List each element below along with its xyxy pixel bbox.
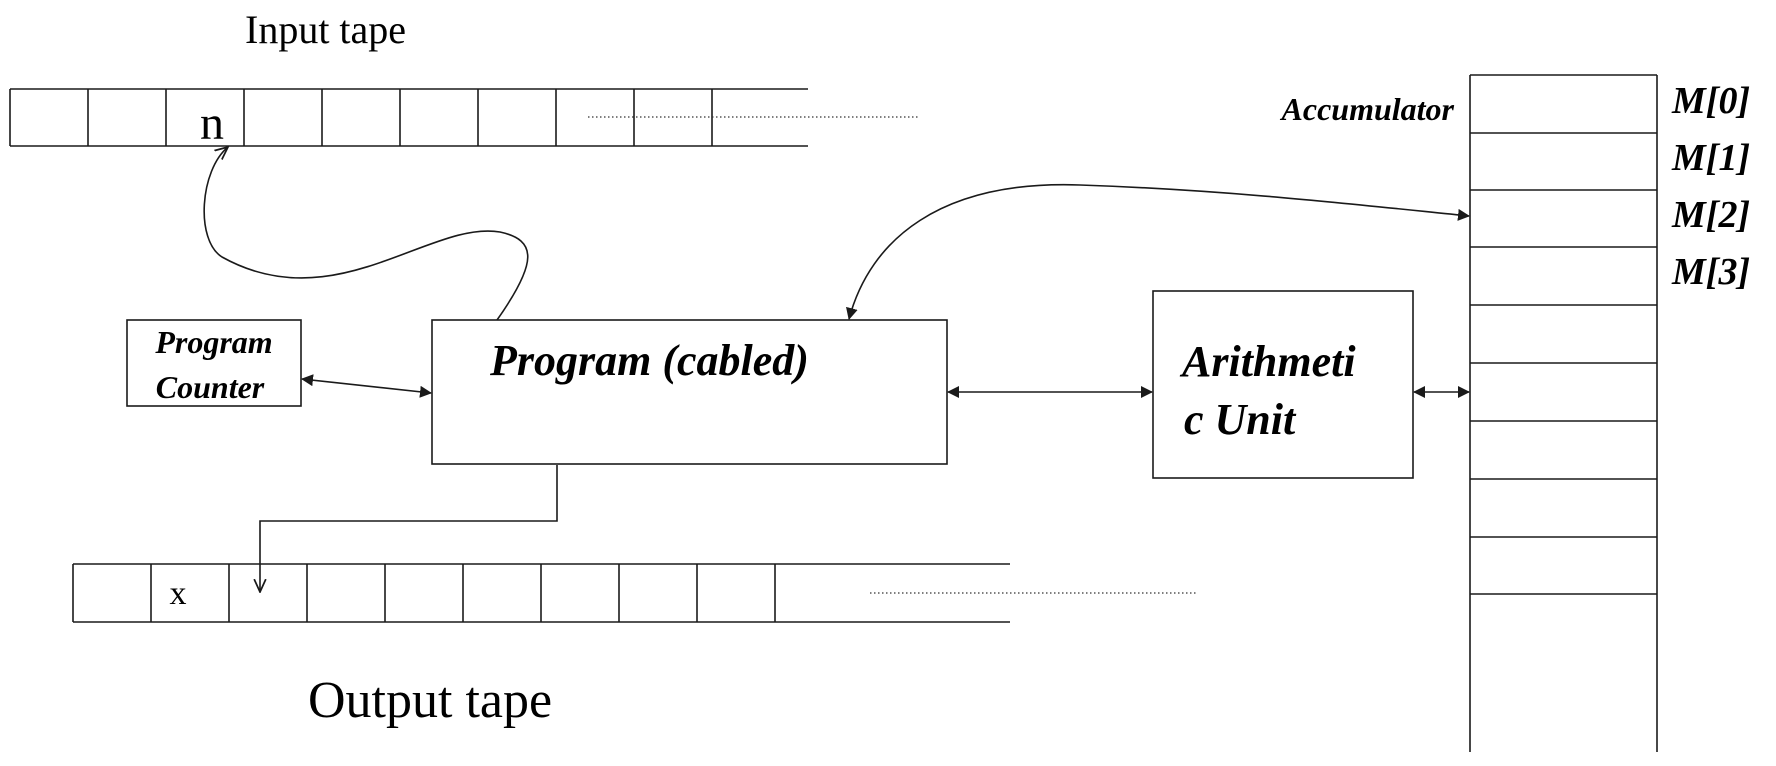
output-tape-cell: x: [170, 575, 187, 612]
output-tape: x: [72, 563, 1198, 623]
arithmetic-unit-line1: Arithmeti: [1179, 337, 1356, 386]
program-counter-line1: Program: [154, 324, 272, 360]
input-read-arrow: [203, 147, 529, 321]
output-tape-title: Output tape: [308, 672, 552, 729]
arithmetic-unit-box: [1152, 290, 1414, 479]
accumulator-label: Accumulator: [1280, 91, 1455, 127]
program-counter-line2: Counter: [156, 369, 265, 405]
input-tape-title: Input tape: [245, 7, 406, 52]
input-tape: n: [9, 88, 918, 150]
input-tape-cell: n: [200, 97, 224, 150]
register-label-m1: M[1]: [1671, 137, 1750, 179]
counter-program-arrow: [301, 374, 432, 398]
program-label: Program (cabled): [489, 336, 809, 385]
memory-registers: [1469, 74, 1658, 752]
program-memory-arrow: [846, 183, 1470, 320]
register-label-m0: M[0]: [1671, 80, 1750, 122]
program-counter-box: [126, 319, 302, 407]
register-label-m2: M[2]: [1671, 194, 1750, 236]
output-write-arrow: [260, 465, 558, 592]
arithmetic-unit-line2: c Unit: [1184, 395, 1297, 444]
register-label-m3: M[3]: [1671, 251, 1750, 293]
